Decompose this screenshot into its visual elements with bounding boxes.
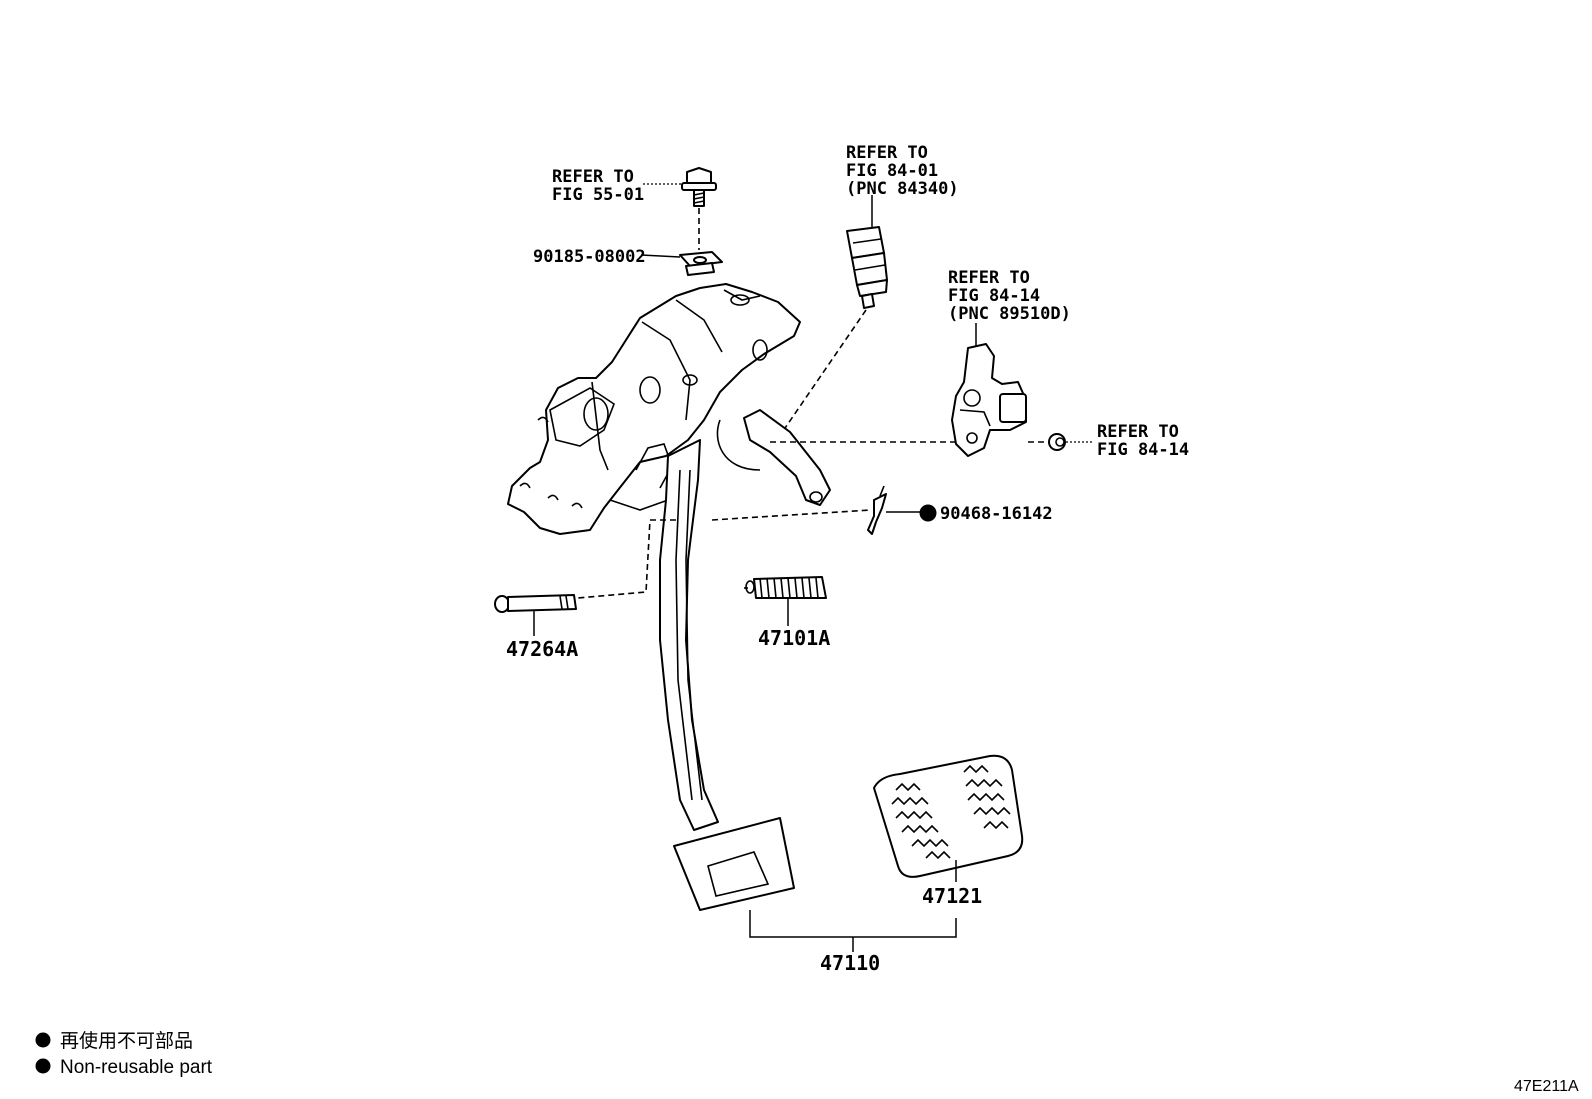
pedal-sensor-linkage — [716, 409, 831, 506]
switch-axis-line — [769, 309, 867, 451]
part-number-pin: 47264A — [506, 637, 578, 661]
sensor-nut — [1048, 433, 1066, 451]
refer-bolt-line2: FIG 55-01 — [552, 185, 644, 205]
refer-nut-line1: REFER TO — [1097, 422, 1179, 442]
pedal-plate — [673, 817, 795, 911]
part-number-pedal: 47110 — [820, 951, 880, 975]
refer-sensor-line2: FIG 84-14 — [948, 286, 1040, 306]
refer-nut-line2: FIG 84-14 — [1097, 440, 1189, 460]
pedal-support-bracket — [507, 283, 801, 535]
part-number-nut-plate: 90185-08002 — [533, 247, 646, 267]
clip — [867, 485, 887, 535]
refer-bolt-line1: REFER TO — [552, 167, 634, 187]
figure-code: 47E211A — [1514, 1078, 1579, 1095]
pin — [494, 594, 577, 613]
non-reusable-marker — [919, 504, 937, 522]
pedal-pad — [873, 754, 1024, 878]
nut-plate-leader — [640, 254, 681, 258]
nut-plate — [679, 251, 723, 276]
stop-lamp-switch — [846, 226, 888, 309]
refer-sensor-line3: (PNC 89510D) — [948, 304, 1071, 324]
refer-switch-line2: FIG 84-01 — [846, 161, 938, 181]
clip-axis-line — [711, 509, 871, 521]
legend-bullet-en — [35, 1058, 51, 1074]
bolt — [681, 167, 717, 207]
pedal-assembly-bracket — [749, 910, 957, 938]
legend-non-reusable-jp: 再使用不可部品 — [60, 1030, 193, 1052]
part-number-clip: 90468-16142 — [940, 504, 1053, 524]
refer-switch-line1: REFER TO — [846, 143, 928, 163]
return-spring — [744, 576, 827, 599]
pedal-position-sensor — [951, 343, 1027, 457]
legend-bullet-jp — [35, 1032, 51, 1048]
legend-non-reusable-en: Non-reusable part — [60, 1057, 213, 1078]
pedal-arm — [659, 439, 719, 831]
part-number-spring: 47101A — [758, 626, 830, 650]
refer-switch-line3: (PNC 84340) — [846, 179, 959, 199]
part-number-pad: 47121 — [922, 884, 982, 908]
pin-axis-line — [577, 519, 676, 599]
refer-sensor-line1: REFER TO — [948, 268, 1030, 288]
